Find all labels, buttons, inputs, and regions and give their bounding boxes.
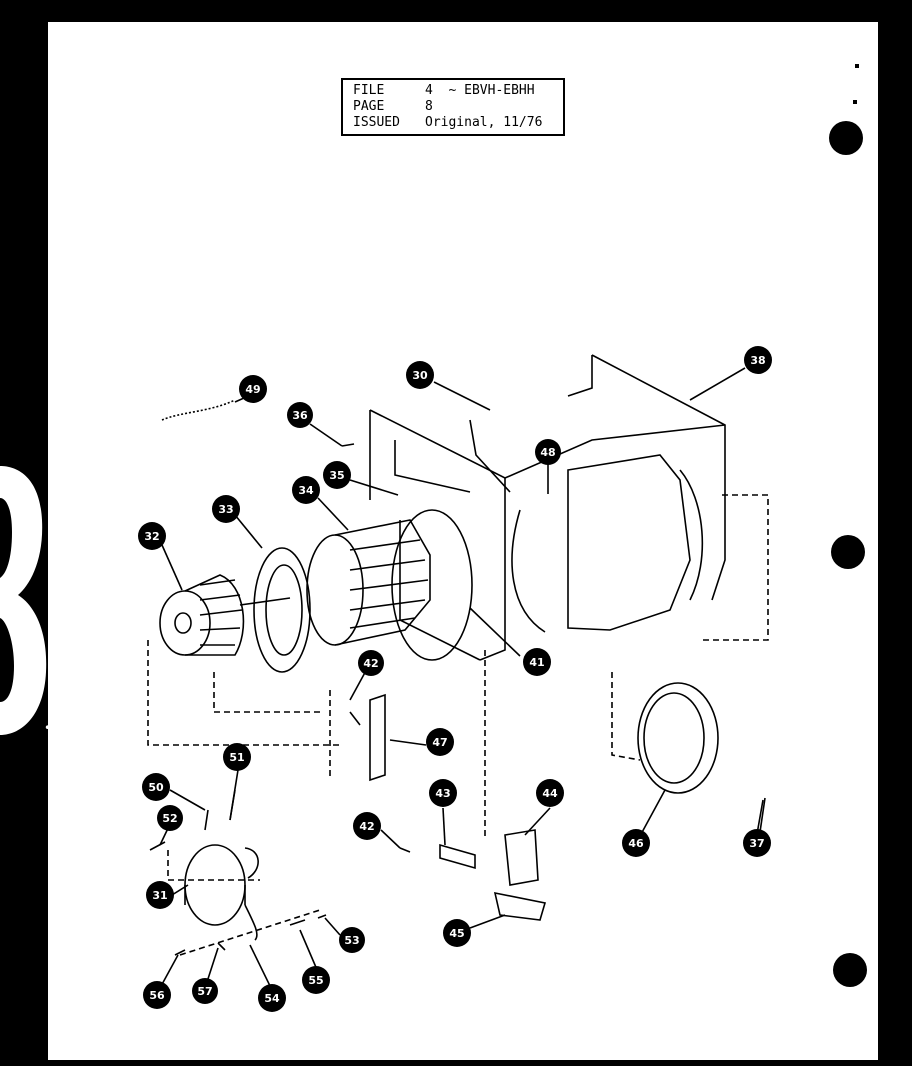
svg-text:31: 31: [152, 889, 167, 902]
binder-hole-bottom: [833, 953, 867, 987]
binder-hole-middle: [831, 535, 865, 569]
side-tab-numeral: •: [0, 466, 51, 735]
callout-55: 55: [302, 966, 330, 994]
housing-back-edge: [591, 354, 726, 601]
tab-mark: •: [44, 721, 51, 735]
inlet-ring: [637, 682, 719, 794]
blower-scroll: [567, 454, 691, 631]
svg-text:51: 51: [229, 751, 244, 764]
handle: [439, 843, 476, 870]
callout-32: 32: [138, 522, 166, 550]
callout-44: 44: [536, 779, 564, 807]
svg-text:42: 42: [363, 657, 378, 670]
svg-text:42: 42: [359, 820, 374, 833]
callout-35: 35: [323, 461, 351, 489]
motor-mount-ring: [253, 547, 311, 673]
callout-50: 50: [142, 773, 170, 801]
svg-text:30: 30: [412, 369, 428, 382]
page-value: 8: [425, 99, 433, 114]
speck-mark: [855, 64, 859, 68]
svg-text:48: 48: [540, 446, 555, 459]
callout-36: 36: [287, 402, 313, 428]
svg-text:33: 33: [218, 503, 233, 516]
svg-text:43: 43: [435, 787, 450, 800]
clamp-band: [184, 844, 246, 926]
callout-33: 33: [212, 495, 240, 523]
svg-text:46: 46: [628, 837, 644, 850]
callout-31: 31: [146, 881, 174, 909]
file-label: FILE: [353, 83, 385, 98]
bracket: [369, 693, 386, 782]
part-callouts: 30 36 38 48 49 35 34 33 32 41 42 47 51 5…: [138, 346, 772, 1012]
svg-text:53: 53: [344, 934, 359, 947]
callout-51: 51: [223, 743, 251, 771]
page-label: PAGE: [353, 99, 385, 114]
svg-text:35: 35: [329, 469, 344, 482]
callout-53: 53: [339, 927, 365, 953]
callout-43: 43: [429, 779, 457, 807]
document-page: [48, 22, 878, 1060]
callout-45: 45: [443, 919, 471, 947]
binder-hole-top: [829, 121, 863, 155]
svg-text:57: 57: [197, 985, 212, 998]
svg-text:45: 45: [449, 927, 464, 940]
callout-52: 52: [157, 805, 183, 831]
chain: [161, 399, 236, 421]
issued-value: Original, 11/76: [425, 115, 543, 130]
callout-37: 37: [743, 829, 771, 857]
callout-57: 57: [192, 978, 218, 1004]
svg-text:47: 47: [432, 736, 447, 749]
svg-text:49: 49: [245, 383, 260, 396]
callout-42-upper: 42: [358, 650, 384, 676]
svg-text:34: 34: [298, 484, 314, 497]
svg-text:44: 44: [542, 787, 558, 800]
callout-46: 46: [622, 829, 650, 857]
filter-cartridge: [504, 829, 539, 886]
callout-56: 56: [143, 981, 171, 1009]
speck-mark: [853, 100, 857, 104]
svg-text:36: 36: [292, 409, 308, 422]
callout-54: 54: [258, 984, 286, 1012]
housing-top: [567, 355, 593, 397]
svg-text:32: 32: [144, 530, 159, 543]
file-info-box: FILE 4 ~ EBVH-EBHH PAGE 8 ISSUED Original, …: [341, 78, 565, 136]
svg-text:55: 55: [308, 974, 323, 987]
callout-48: 48: [535, 439, 561, 465]
drip-tray: [493, 891, 547, 921]
callout-47: 47: [426, 728, 454, 756]
svg-text:52: 52: [162, 812, 177, 825]
svg-text:50: 50: [148, 781, 164, 794]
callout-34: 34: [292, 476, 320, 504]
callout-30: 30: [406, 361, 434, 389]
file-value: 4 ~ EBVH-EBHH: [425, 83, 535, 98]
svg-text:54: 54: [264, 992, 280, 1005]
callout-38: 38: [744, 346, 772, 374]
callout-41: 41: [523, 648, 551, 676]
callout-49: 49: [239, 375, 267, 403]
svg-text:37: 37: [749, 837, 764, 850]
svg-text:41: 41: [529, 656, 544, 669]
svg-text:56: 56: [149, 989, 165, 1002]
svg-text:38: 38: [750, 354, 765, 367]
issued-label: ISSUED: [353, 115, 400, 130]
callout-42-lower: 42: [353, 812, 381, 840]
